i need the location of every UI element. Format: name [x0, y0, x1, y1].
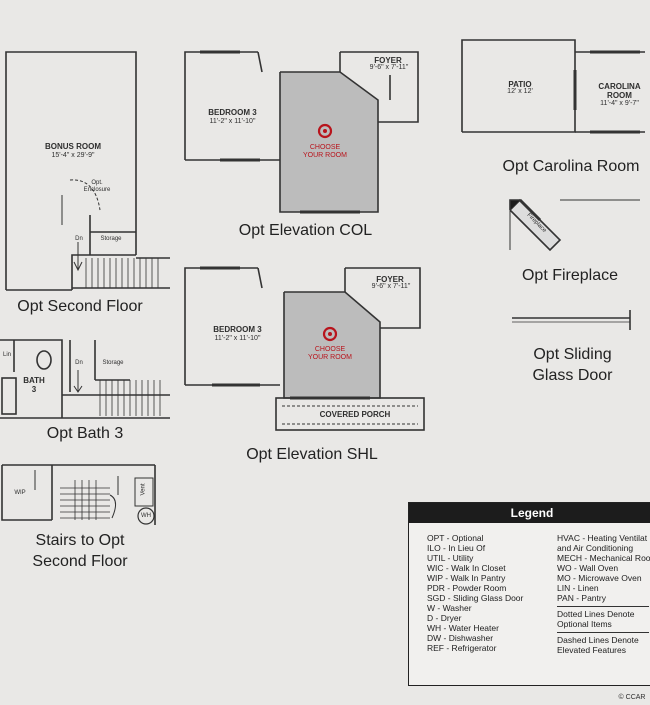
- caption-opt-sliding-2: Glass Door: [532, 367, 613, 384]
- legend-entry: HVAC - Heating Ventilat: [557, 533, 648, 543]
- choose-room-shl-2: YOUR ROOM: [308, 354, 352, 361]
- dn-label-bath: Dn: [75, 360, 83, 366]
- legend-entry: Dotted Lines Denote: [557, 609, 635, 619]
- caption-opt-elevation-col: Opt Elevation COL: [238, 222, 373, 239]
- bonus-room-dimensions: 15'-4" x 29'-9": [51, 152, 95, 159]
- plan-fireplace: [509, 198, 640, 252]
- legend-entry: W - Washer: [427, 603, 472, 613]
- caption-stairs-2: Second Floor: [32, 553, 128, 570]
- patio-dimensions: 12' x 12': [507, 88, 533, 95]
- legend-entry: SGD - Sliding Glass Door: [427, 593, 524, 603]
- covered-porch-label: COVERED PORCH: [319, 410, 391, 419]
- dn-label: Dn: [75, 236, 83, 242]
- linen-label: Lin: [2, 352, 11, 358]
- legend-entry: MO - Microwave Oven: [557, 573, 642, 583]
- legend-entry: Elevated Features: [557, 645, 626, 655]
- caption-opt-fireplace: Opt Fireplace: [521, 267, 619, 284]
- caption-stairs-1: Stairs to Opt: [35, 532, 125, 549]
- bedroom3-col-dimensions: 11'-2" x 11'-10": [209, 118, 256, 125]
- legend-entry: WH - Water Heater: [427, 623, 499, 633]
- carolina-room-name-2: ROOM: [607, 91, 632, 100]
- foyer-shl-dimensions: 9'-6" x 7'-11": [371, 283, 411, 290]
- plan-elevation-col: [184, 50, 419, 214]
- bedroom3-shl-name: BEDROOM 3: [213, 325, 262, 334]
- plan-carolina-room: [461, 39, 645, 134]
- legend-entry: Optional Items: [557, 619, 612, 629]
- legend-divider: [557, 606, 649, 607]
- caption-opt-second-floor: Opt Second Floor: [17, 298, 143, 315]
- foyer-shl-name: FOYER: [376, 275, 404, 284]
- wip-label: WIP: [14, 490, 26, 496]
- legend-entry: REF - Refrigerator: [427, 643, 497, 653]
- plan-second-floor: [5, 51, 170, 291]
- opt-enclosure-label: Opt. Enclosure: [83, 180, 111, 193]
- legend-entry: D - Dryer: [427, 613, 462, 623]
- bath3-name: BATH: [23, 376, 45, 385]
- caption-opt-elevation-shl: Opt Elevation SHL: [246, 446, 378, 463]
- legend-entry: WIC - Walk In Closet: [427, 563, 506, 573]
- legend-entry: PAN - Pantry: [557, 593, 606, 603]
- legend-title: Legend: [409, 503, 650, 523]
- plan-stairs: [1, 464, 156, 525]
- legend-entry: PDR - Powder Room: [427, 583, 507, 593]
- watermark: © CCAR: [618, 694, 646, 701]
- plan-sliding-door: [512, 310, 631, 330]
- bedroom3-shl-dimensions: 11'-2" x 11'-10": [214, 335, 261, 342]
- foyer-col-dimensions: 9'-6" x 7'-11": [369, 64, 409, 71]
- storage-label-bath: Storage: [102, 360, 124, 366]
- bonus-room-name: BONUS ROOM: [45, 142, 101, 151]
- patio-name: PATIO: [508, 80, 532, 89]
- bath3-number: 3: [31, 385, 37, 394]
- caption-opt-sliding-1: Opt Sliding: [533, 346, 612, 363]
- legend-entry: DW - Dishwasher: [427, 633, 494, 643]
- foyer-col-name: FOYER: [374, 56, 402, 65]
- carolina-room-name: CAROLINA: [598, 82, 641, 91]
- caption-opt-carolina-room: Opt Carolina Room: [502, 158, 640, 175]
- water-heater-label: WH: [141, 513, 151, 519]
- choose-room-shl-1: CHOOSE: [314, 346, 346, 353]
- legend-entry: MECH - Mechanical Roo: [557, 553, 650, 563]
- legend-divider: [557, 632, 649, 633]
- legend-entry: and Air Conditioning: [557, 543, 634, 553]
- carolina-room-dimensions: 11'-4" x 9'-7": [600, 100, 639, 107]
- caption-opt-bath-3: Opt Bath 3: [46, 425, 124, 442]
- legend-entry: OPT - Optional: [427, 533, 484, 543]
- vent-label: Vent: [140, 483, 147, 496]
- legend-entry: ILO - In Lieu Of: [427, 543, 486, 553]
- legend-entry: UTIL - Utility: [427, 553, 474, 563]
- plan-elevation-shl: [184, 266, 425, 431]
- legend-entry: LIN - Linen: [557, 583, 599, 593]
- choose-room-col-1: CHOOSE: [309, 144, 341, 151]
- plan-bath-3: [0, 339, 170, 419]
- choose-room-col-2: YOUR ROOM: [303, 152, 347, 159]
- legend-entry: Dashed Lines Denote: [557, 635, 639, 645]
- storage-label: Storage: [100, 236, 122, 242]
- legend-entry: WIP - Walk In Pantry: [427, 573, 506, 583]
- legend-entry: WO - Wall Oven: [557, 563, 619, 573]
- bedroom3-col-name: BEDROOM 3: [208, 108, 257, 117]
